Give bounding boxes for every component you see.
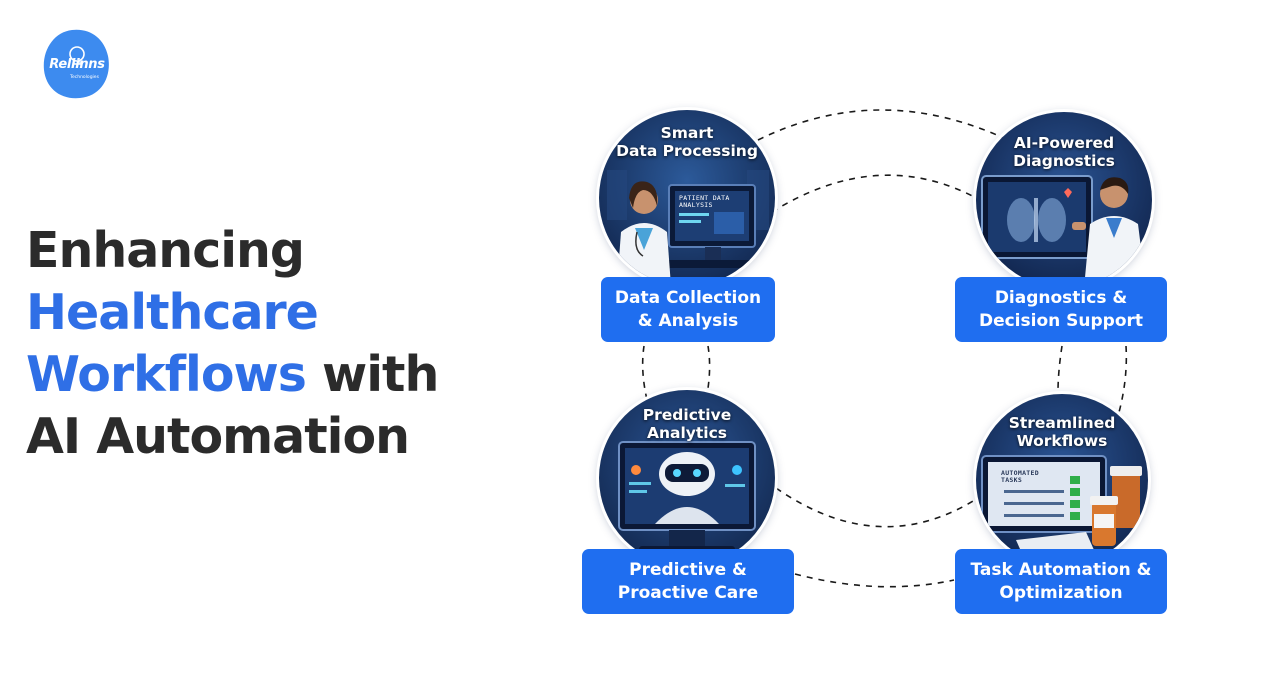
headline-line-3-rest: with [305, 346, 439, 403]
headline-line-3: Workflows with [26, 344, 439, 406]
label-line-1: Data Collection [614, 287, 762, 308]
circle-title-line-1: Streamlined [1008, 414, 1116, 432]
circle-title-ai-diagnostics: AI-Powered Diagnostics [976, 134, 1152, 170]
logo-tagline: Technologies [70, 75, 99, 80]
label-line-2: & Analysis [637, 310, 739, 331]
headline-line-2: Healthcare [26, 284, 319, 341]
circle-title-line-1: Smart [660, 124, 714, 142]
screen-text-patient-data: PATIENT DATA ANALYSIS [679, 195, 730, 209]
headline-line-4: AI Automation [26, 408, 410, 465]
company-logo[interactable]: Reliinns Technologies [42, 28, 110, 100]
headline-line-3-accent: Workflows [26, 346, 307, 403]
logo-blob-icon [43, 29, 109, 99]
screen-text-line-2: ANALYSIS [679, 201, 713, 209]
screen-text-line-1: AUTOMATED [1001, 469, 1039, 477]
circle-title-line-2: Analytics [646, 424, 728, 442]
label-line-1: Task Automation & [970, 559, 1152, 580]
screen-text-automated-tasks: AUTOMATED TASKS [1001, 470, 1039, 484]
headline-line-1: Enhancing [26, 222, 305, 279]
circle-title-streamlined: Streamlined Workflows [976, 414, 1148, 450]
label-line-2: Optimization [999, 582, 1123, 603]
circle-title-predictive: Predictive Analytics [599, 406, 775, 442]
doctor-computer-illustration [599, 110, 775, 286]
circle-title-line-1: Predictive [642, 406, 732, 424]
circle-title-line-2: Data Processing [616, 142, 758, 160]
circle-predictive-analytics: Predictive Analytics [599, 390, 775, 566]
robot-monitor-illustration [599, 390, 775, 566]
task-checklist-illustration [976, 394, 1148, 566]
connector-top-outer [757, 109, 1009, 141]
circle-smart-data-processing: Smart Data Processing PATIENT DATA ANALY… [599, 110, 775, 286]
label-line-1: Diagnostics & [994, 287, 1128, 308]
connector-bottom-inner [775, 487, 979, 528]
label-task-automation: Task Automation & Optimization [955, 549, 1167, 614]
label-diagnostics: Diagnostics & Decision Support [955, 277, 1167, 342]
logo-brand-text: Reliinns [49, 57, 105, 72]
connector-bottom-outer [794, 573, 955, 588]
circle-ai-powered-diagnostics: AI-Powered Diagnostics [976, 112, 1152, 288]
label-line-2: Decision Support [978, 310, 1144, 331]
label-data-collection: Data Collection & Analysis [601, 277, 775, 342]
screen-text-line-1: PATIENT DATA [679, 194, 730, 202]
doctor-xray-illustration [976, 112, 1152, 288]
circle-title-line-2: Workflows [1016, 432, 1108, 450]
label-predictive: Predictive & Proactive Care [582, 549, 794, 614]
page-headline: Enhancing Healthcare Workflows with AI A… [26, 220, 439, 468]
label-line-1: Predictive & [629, 559, 747, 580]
circle-title-smart-data: Smart Data Processing [599, 124, 775, 160]
screen-text-line-2: TASKS [1001, 476, 1023, 484]
circle-streamlined-workflows: Streamlined Workflows AUTOMATED TASKS [976, 394, 1148, 566]
circle-title-line-1: AI-Powered [1013, 134, 1115, 152]
connector-top-inner [771, 174, 981, 213]
connector-right-inner [1057, 345, 1063, 393]
circle-title-line-2: Diagnostics [1013, 152, 1115, 170]
label-line-2: Proactive Care [617, 582, 759, 603]
